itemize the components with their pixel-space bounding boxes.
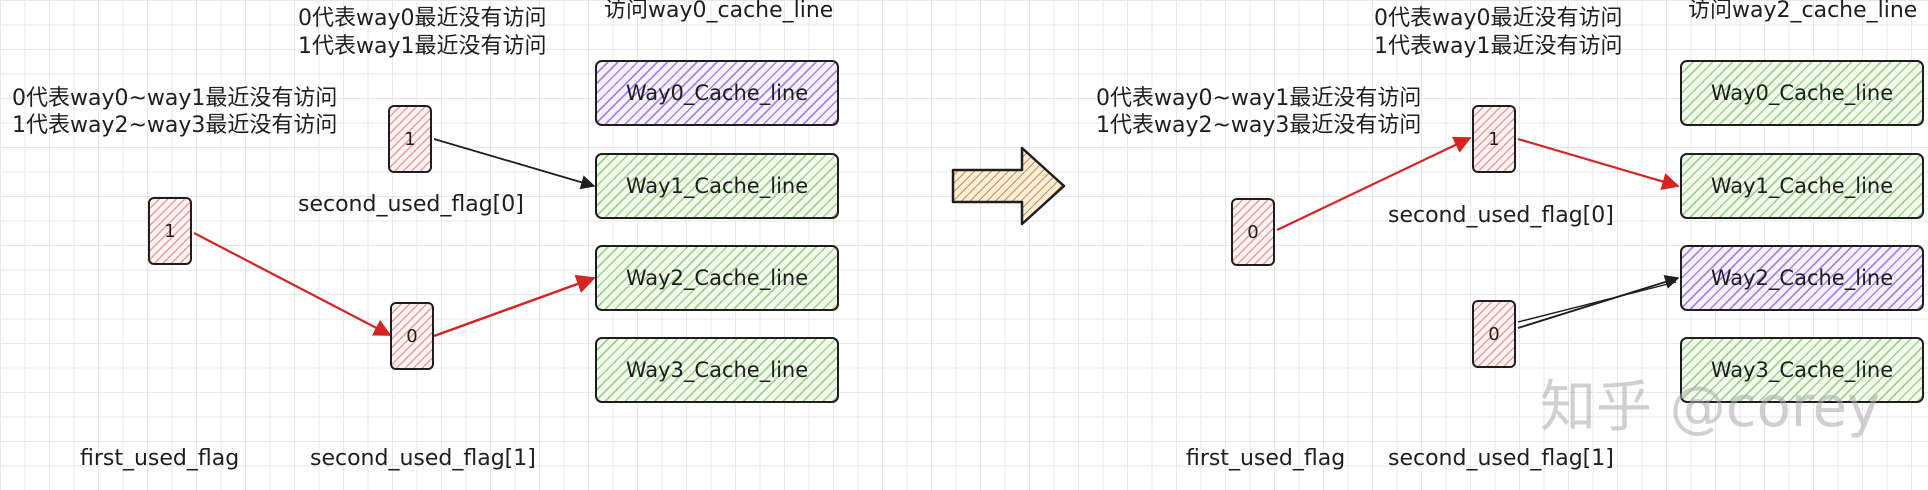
left-way0-cache-line: Way0_Cache_line [595,60,839,126]
right-way1-cache-line: Way1_Cache_line [1680,153,1924,219]
right-second-flag-legend-0: 0代表way0最近没有访问 [1374,6,1623,31]
right-way0-cache-line: Way0_Cache_line [1680,60,1924,126]
right-first-used-flag-label: first_used_flag [1186,446,1346,471]
right-second-flag-legend-1: 1代表way1最近没有访问 [1374,34,1623,59]
watermark: 知乎 @corey [1540,375,1881,440]
right-way3-cache-line: Way3_Cache_line [1680,337,1924,403]
transition-arrow-icon [951,146,1066,226]
left-way2-cache-line: Way2_Cache_line [595,245,839,311]
right-way2-cache-line: Way2_Cache_line [1680,245,1924,311]
left-second-used-flag0-label: second_used_flag[0] [298,192,524,217]
left-arrow-second0-to-way1 [433,138,596,190]
left-first-used-flag: 1 [148,197,192,265]
left-second-flag-legend-0: 0代表way0最近没有访问 [298,6,547,31]
right-first-flag-legend-1: 1代表way2~way3最近没有访问 [1096,113,1422,138]
right-first-flag-legend-0: 0代表way0~way1最近没有访问 [1096,86,1422,111]
right-second-used-flag0-label: second_used_flag[0] [1388,203,1614,228]
right-second-used-flag-1: 0 [1472,300,1516,368]
right-arrow-first-to-second0 [1276,136,1472,231]
right-second-used-flag1-label: second_used_flag[1] [1388,446,1614,471]
right-cache-access-header: 访问way2_cache_line [1688,0,1918,23]
right-first-used-flag: 0 [1231,198,1275,266]
left-second-used-flag-0: 1 [388,105,432,173]
left-arrow-second1-to-way2 [433,274,596,338]
right-second-used-flag-0: 1 [1472,105,1516,173]
left-second-used-flag1-label: second_used_flag[1] [310,446,536,471]
left-first-flag-legend-0: 0代表way0~way1最近没有访问 [12,86,338,111]
left-cache-access-header: 访问way0_cache_line [604,0,834,23]
left-second-flag-legend-1: 1代表way1最近没有访问 [298,34,547,59]
left-arrow-first-to-second1 [193,232,392,336]
right-arrow-second0-to-way1 [1517,137,1680,190]
left-first-flag-legend-1: 1代表way2~way3最近没有访问 [12,113,338,138]
left-way3-cache-line: Way3_Cache_line [595,337,839,403]
left-second-used-flag-1: 0 [390,302,434,370]
left-first-used-flag-label: first_used_flag [80,446,240,471]
right-arrow-second1-to-way2 [1517,274,1680,329]
left-way1-cache-line: Way1_Cache_line [595,153,839,219]
